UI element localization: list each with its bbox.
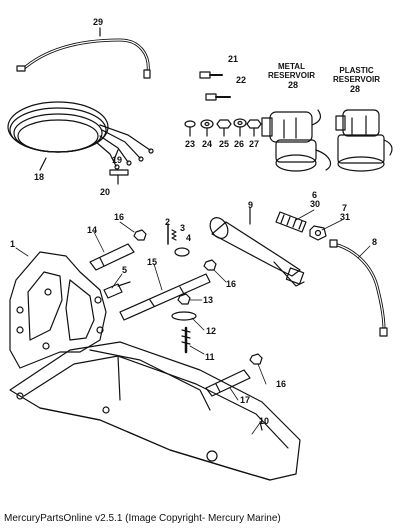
- pin-14: [89, 243, 135, 271]
- callout-1: 1: [10, 239, 16, 249]
- callout-16-b: 16: [226, 279, 237, 289]
- callout-30: 30: [310, 199, 321, 209]
- callout-16-c: 16: [276, 379, 287, 389]
- callout-5: 5: [122, 265, 128, 275]
- plastic-label-line1: PLASTIC: [339, 66, 374, 75]
- metal-label-line2: RESERVOIR: [268, 71, 315, 80]
- swivel-bracket-10: [9, 341, 301, 481]
- callout-23: 23: [185, 139, 196, 149]
- hose-29: [16, 27, 151, 79]
- pump-metal-reservoir: [261, 109, 332, 172]
- callout-12: 12: [206, 326, 217, 336]
- callout-31: 31: [340, 212, 351, 222]
- shaft-15: [119, 273, 211, 321]
- callout-7: 7: [342, 203, 348, 213]
- callout-10: 10: [259, 416, 270, 426]
- callout-13: 13: [203, 295, 214, 305]
- callout-9: 9: [248, 200, 254, 210]
- screws-21-22: [199, 71, 231, 101]
- bolt-5: [103, 281, 131, 299]
- plastic-reservoir-label: PLASTIC RESERVOIR: [333, 66, 380, 84]
- metal-label-line1: METAL: [278, 62, 305, 71]
- callout-4: 4: [186, 233, 192, 243]
- hose-8: [329, 239, 388, 337]
- callout-29: 29: [93, 17, 104, 27]
- callout-22: 22: [236, 75, 247, 85]
- callout-25: 25: [219, 139, 230, 149]
- callout-6: 6: [312, 190, 318, 200]
- leader-lines: [15, 209, 371, 435]
- parts-diagram: [7, 27, 393, 481]
- pin-6-30: [275, 211, 307, 233]
- wiring-harness-18: [7, 101, 154, 171]
- copyright-footer: MercuryPartsOnline v2.5.1 (Image Copyrig…: [4, 513, 281, 524]
- pin-17: [205, 369, 251, 397]
- callout-24: 24: [202, 139, 213, 149]
- callout-3: 3: [180, 223, 186, 233]
- callout-16-a: 16: [114, 212, 125, 222]
- nut-13: [177, 293, 191, 305]
- nut-7-31: [309, 225, 327, 241]
- callout-19: 19: [112, 155, 123, 165]
- plastic-label-line2: RESERVOIR: [333, 75, 380, 84]
- callout-28-plastic: 28: [350, 84, 361, 94]
- callout-20: 20: [100, 187, 111, 197]
- washer-12: [171, 311, 197, 321]
- metal-reservoir-label: METAL RESERVOIR: [268, 62, 315, 80]
- callout-18: 18: [34, 172, 45, 182]
- pump-plastic-reservoir: [335, 109, 393, 172]
- washers-23-27: [184, 118, 262, 137]
- trim-cylinder-9: [209, 207, 305, 287]
- callout-11: 11: [205, 352, 215, 362]
- callout-17: 17: [240, 395, 251, 405]
- callout-26: 26: [234, 139, 245, 149]
- callout-28-metal: 28: [288, 80, 299, 90]
- transom-bracket-1: [9, 251, 107, 369]
- callout-14: 14: [87, 225, 98, 235]
- connector-20: [109, 169, 129, 185]
- callout-8: 8: [372, 237, 378, 247]
- callout-21: 21: [228, 54, 239, 64]
- bolt-11: [181, 326, 191, 354]
- callout-15: 15: [147, 257, 158, 267]
- small-parts-2-3-4: [167, 223, 190, 257]
- callout-2: 2: [165, 217, 171, 227]
- callout-27: 27: [249, 139, 260, 149]
